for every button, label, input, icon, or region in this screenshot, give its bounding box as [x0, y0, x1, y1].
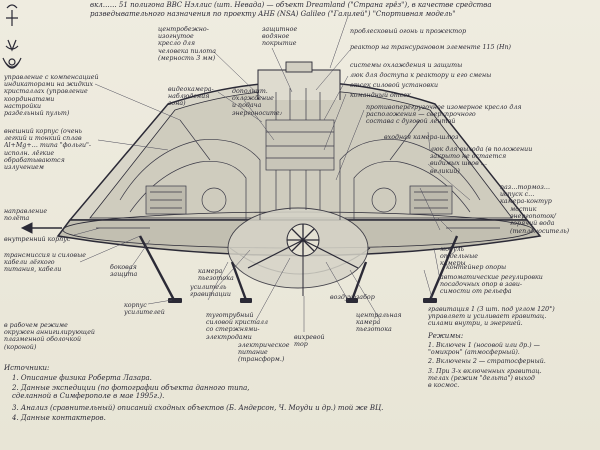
label-plasma-shell: в рабочем режиме окружен аннигилирующей …	[4, 322, 95, 351]
top-caption-line-2: разведывательного назначения по проекту …	[90, 10, 456, 18]
label-air-intake: воздухозабор	[330, 294, 375, 301]
label-gravity-amplifier: усилитель гравитации	[190, 284, 231, 299]
label-water-shield: защитное водяное покрытие	[262, 26, 298, 48]
label-video-camera: видеокамера- наблюдения зона)	[168, 86, 214, 108]
label-modes-title: Режимы:	[428, 332, 464, 340]
label-gravity-units: гравитация 1 (3 шт. под углом 120°) упра…	[428, 306, 555, 328]
label-reactor-hatch: люк для доступа к реактору и его смены	[350, 72, 492, 79]
label-cooling-systems: системы охлаждения и защиты	[350, 62, 463, 69]
top-caption-line-1: вкл…… 51 полигона ВВС Нэллис (шт. Невада…	[90, 1, 492, 9]
source-item-3: 3. Анализ (сравнительный) описаний сходн…	[12, 404, 384, 412]
label-engine-module: модуль отдельные камеры	[440, 246, 478, 268]
label-reactor: реактор на трансурановом элементе 115 (Н…	[350, 44, 511, 51]
label-side-protection: боковая защита	[110, 264, 138, 279]
label-piezo-chamber: камера пьезотока	[198, 268, 234, 283]
label-beacon: проблесковый огонь и прожектор	[350, 28, 467, 35]
label-controls: управление с компенсацией индикаторами н…	[4, 74, 99, 118]
label-inner-hull: внутренний корпус	[4, 236, 71, 243]
label-mode-1: 1. Включен 1 (носовой или др.) — "омикро…	[428, 342, 540, 357]
label-power-supply: электрическое питание (трансформ.)	[238, 342, 290, 364]
source-item-1: 1. Описание физика Роберта Лазара.	[12, 374, 152, 382]
label-outer-hull: внешний корпус (очень легкий и тонкий сп…	[4, 128, 92, 172]
label-energy-bridge: мостик энергопоток/ горячий вода (теплон…	[510, 206, 570, 235]
label-vortex-torus: вихревой тор	[294, 334, 325, 349]
label-camera-contour: паз…тормоз… испуск с… камера-контур	[500, 184, 552, 206]
landing-pads	[168, 298, 437, 303]
label-crew-chair: противоперегрузочное изомерное кресло дл…	[366, 104, 522, 126]
label-mode-3: 3. При 3-х включенных гравитац. телах (р…	[428, 368, 542, 390]
label-power-bay: отсек силовой установки	[350, 82, 438, 89]
label-mode-2: 2. Включены 2 — стратосферный.	[428, 358, 546, 365]
label-flight-direction: направление полёта	[4, 208, 48, 223]
landing-legs	[138, 235, 459, 301]
source-item-2: 2. Данные экспедиции (по фотографии объе…	[12, 384, 250, 400]
label-transmission: трансмиссия и силовые кабели лёгкого пит…	[4, 252, 86, 274]
label-pilot-chair: центробежно- изогнутое кресло для челове…	[158, 26, 216, 62]
leader-lines	[73, 15, 471, 332]
label-command-bay: командный отсек	[350, 92, 411, 99]
label-airlock: входная камера-шлюз	[384, 134, 459, 141]
label-amplifier-housing: корпус усилителей	[124, 302, 165, 317]
source-item-4: 4. Данные контактеров.	[12, 414, 106, 422]
label-exit-hatch: люк для выхода (в положении закрыто не о…	[430, 146, 533, 175]
arrow-left-icon	[20, 222, 62, 234]
label-leg-regulators: автоматические регулировки посадочных оп…	[440, 274, 543, 296]
label-cooling: дополнит. охлаждение и подача энергоноси…	[232, 88, 282, 117]
label-power-crystal: туготрубный силовой кристалл со стержням…	[206, 312, 269, 341]
symbol-mark-icon	[2, 4, 22, 69]
label-support-container: контейнер опоры	[446, 264, 507, 271]
label-central-chamber: центральная камера пьезотока	[356, 312, 402, 334]
internal-structure	[96, 88, 500, 229]
sources-title: Источники:	[4, 364, 50, 372]
gravity-core	[247, 223, 359, 296]
